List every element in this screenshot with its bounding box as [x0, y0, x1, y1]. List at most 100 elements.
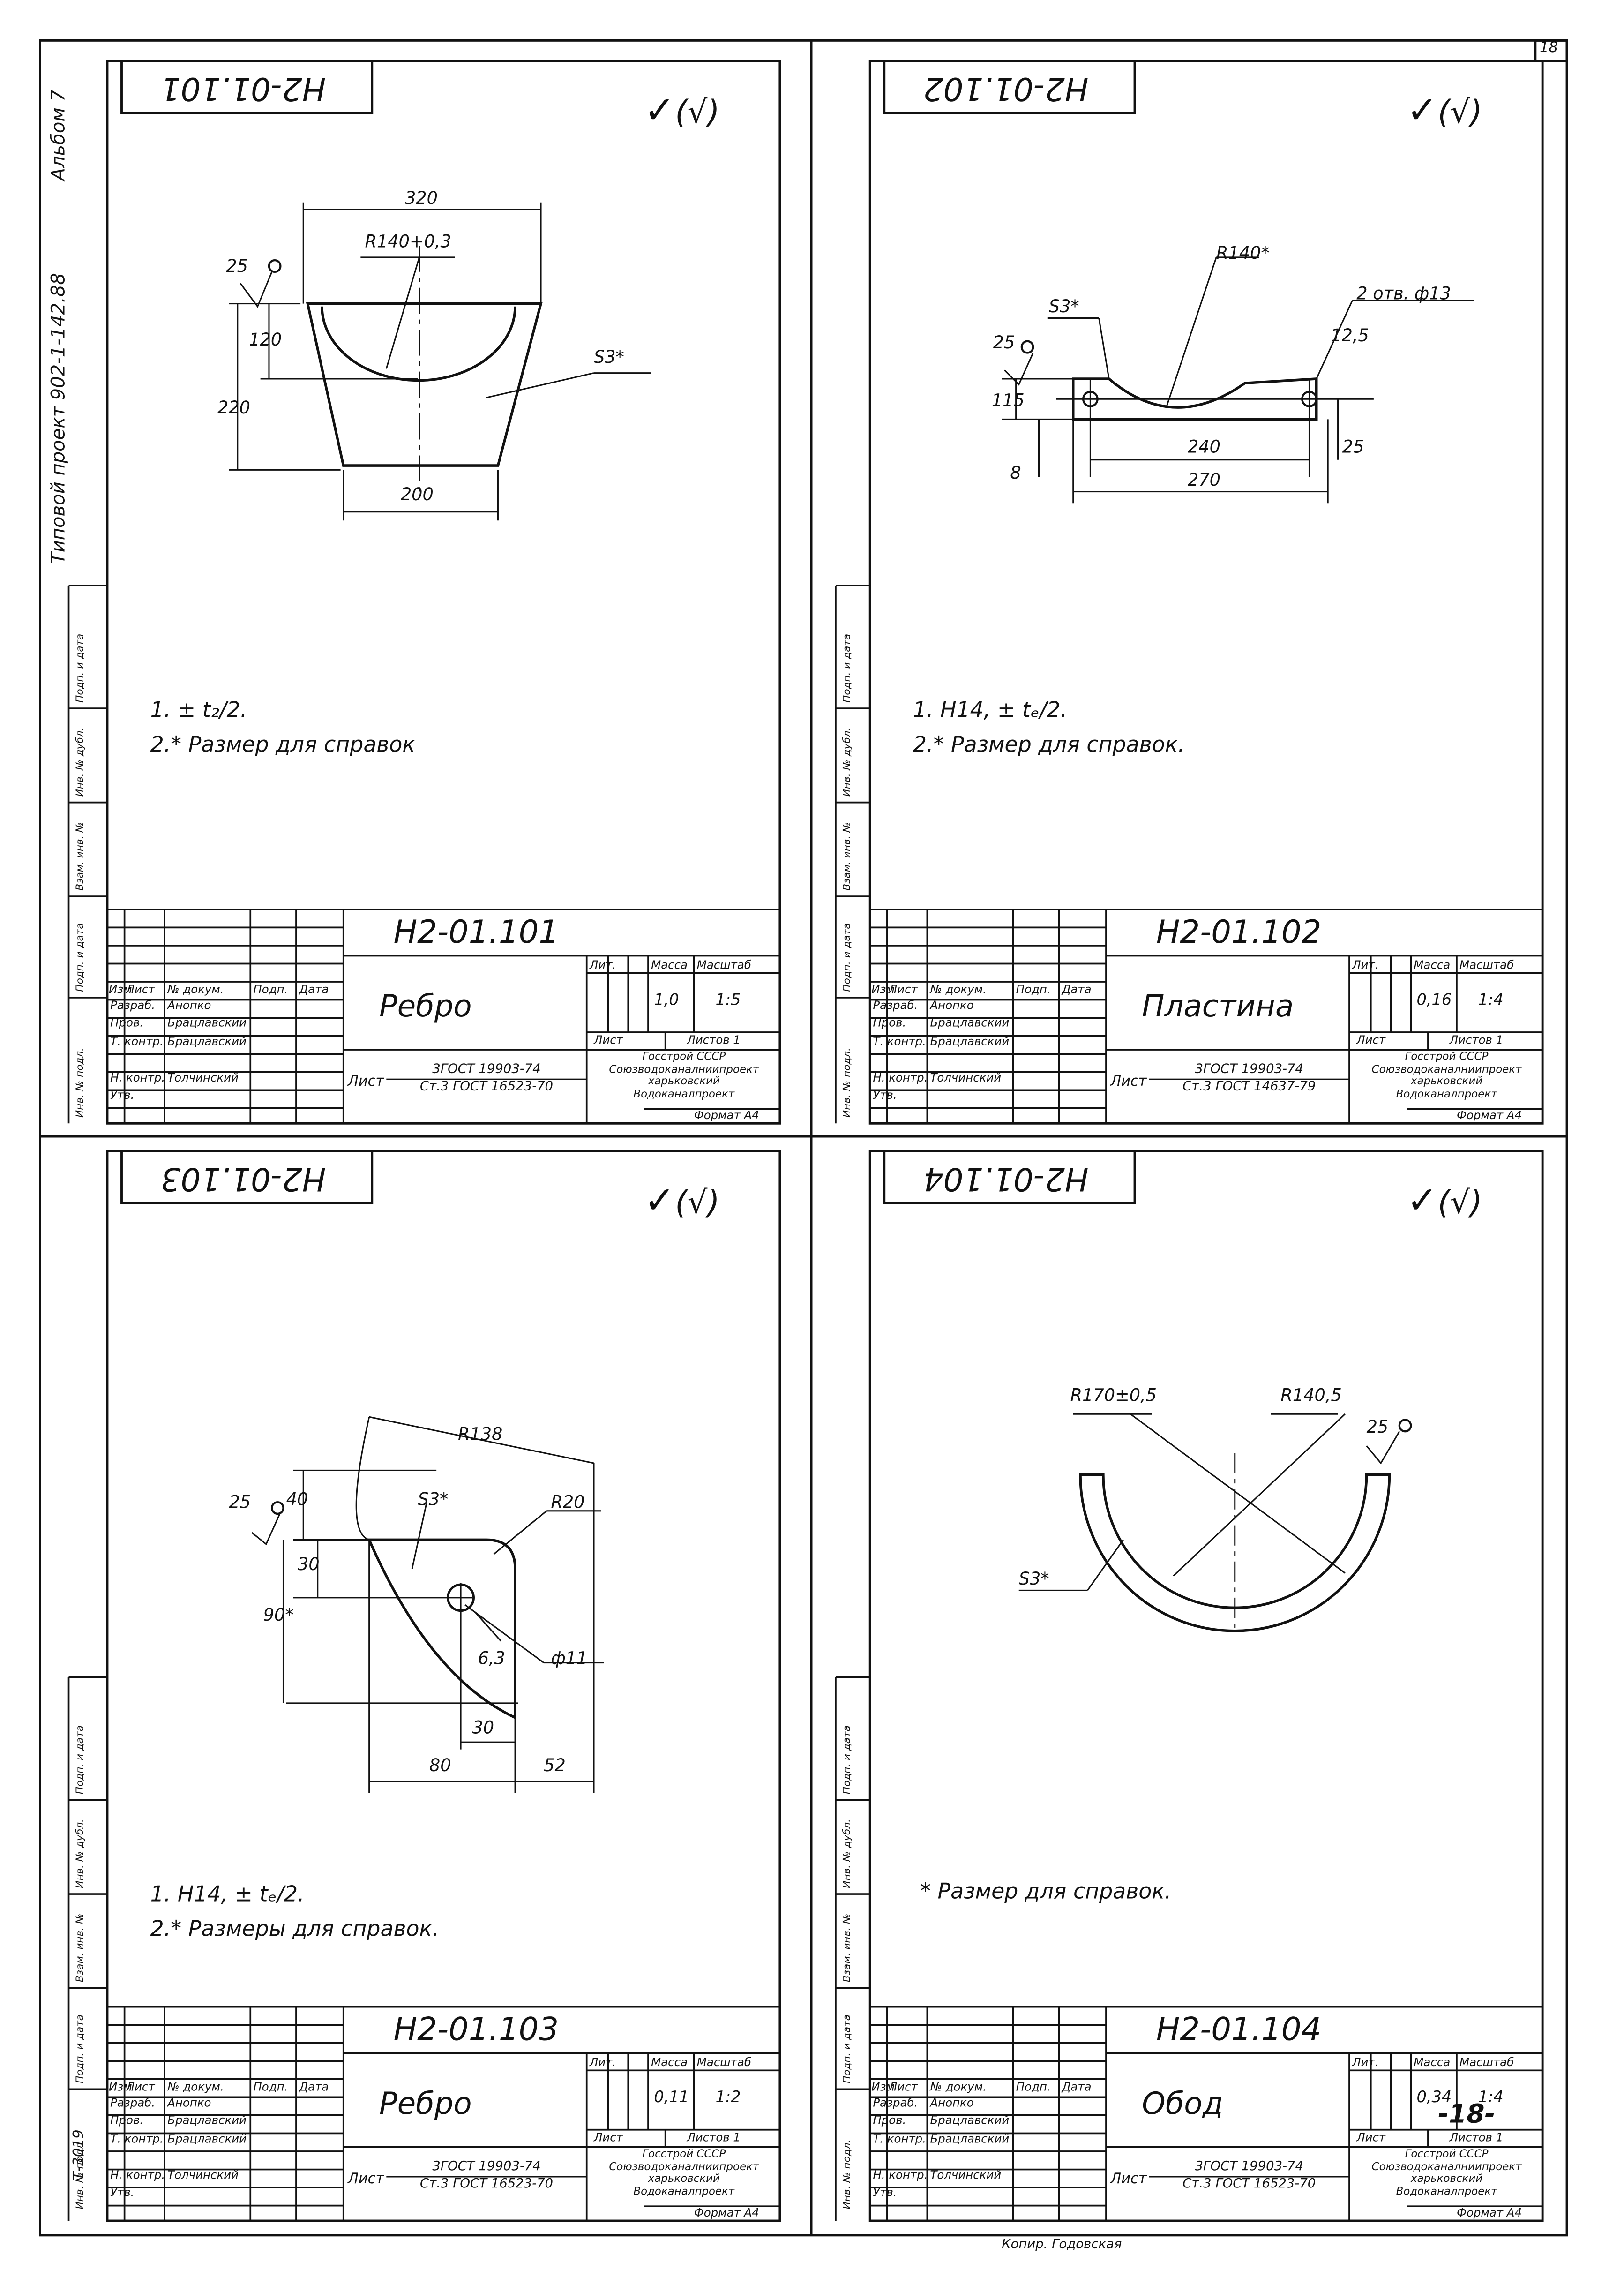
dim-2-d8: ф11	[551, 1648, 588, 1669]
lit-header: Лит.	[589, 2056, 616, 2069]
sheets-total: Листов 1	[1449, 1034, 1504, 1047]
dim-2-d1: R138	[457, 1424, 503, 1444]
note-102-0: 1. Н14, ± tₑ/2.	[913, 697, 1068, 723]
dim-0-d2: R140+0,3	[365, 231, 451, 252]
header-col_date: Дата	[299, 2080, 329, 2094]
scale-value: 1:5	[715, 990, 741, 1009]
code-mirrored-104: Н2-01.104	[923, 1159, 1089, 1196]
person-3: Толчинский	[167, 2169, 239, 2182]
person-1: Брацлавский	[930, 1016, 1010, 1030]
person-3: Толчинский	[930, 2169, 1002, 2182]
dim-0-d1: 320	[404, 188, 438, 209]
part-name-104: Обод	[1142, 2086, 1223, 2121]
list-label: Лист	[1110, 2172, 1147, 2188]
org-2: Союзводоканалниипроект	[1371, 2159, 1522, 2172]
header-col_list: Лист	[126, 983, 155, 996]
code-104: Н2-01.104	[1156, 2012, 1322, 2049]
note-101-1: 2.* Размер для справок	[150, 731, 416, 758]
header-col_izm: Изм	[871, 983, 895, 996]
margin-label-2-3: Подп. и дата	[74, 2014, 86, 2084]
surface-mark-paren: (√)	[675, 1185, 720, 1222]
role-4: Утв.	[110, 2186, 135, 2199]
org-3: харьковский	[648, 1074, 720, 1088]
margin-label-1-2: Взам. инв. №	[841, 822, 853, 891]
dim-3-d2: R140,5	[1280, 1385, 1342, 1406]
header-col_sign: Подп.	[253, 2080, 288, 2094]
dim-2-d11: 52	[544, 1755, 566, 1776]
header-col_list: Лист	[126, 2080, 155, 2094]
frame-2	[868, 60, 1544, 1125]
mass-header: Масса	[1414, 958, 1451, 972]
note-103-1: 2.* Размеры для справок.	[150, 1916, 439, 1942]
frame-4	[868, 1150, 1544, 2222]
header-col_doc: № докум.	[167, 2080, 224, 2094]
header-col_date: Дата	[1062, 983, 1092, 996]
surface-mark-paren: (√)	[1437, 1185, 1482, 1222]
format-label: Формат А4	[694, 1109, 759, 1122]
sheets-total: Листов 1	[687, 1034, 741, 1047]
header-col_izm: Изм	[109, 983, 132, 996]
person-0: Анопко	[167, 999, 211, 1012]
frame-1	[106, 60, 781, 1125]
part-name-102: Пластина	[1142, 989, 1294, 1024]
role-3: Н. контр.	[110, 2169, 165, 2182]
org-2: Союзводоканалниипроект	[1371, 1062, 1522, 1075]
sheets-total: Листов 1	[687, 2131, 741, 2144]
header-col_sign: Подп.	[253, 983, 288, 996]
margin-label-0-3: Подп. и дата	[74, 923, 86, 992]
frame-3	[106, 1150, 781, 2222]
format-label: Формат А4	[694, 2206, 759, 2219]
note-101-0: 1. ± t₂/2.	[150, 697, 247, 723]
dim-1-d10: 25	[993, 332, 1015, 353]
header-col_doc: № докум.	[930, 2080, 987, 2094]
part-name-103: Ребро	[379, 2086, 472, 2121]
role-2: Т. контр.	[110, 2132, 164, 2146]
role-1: Пров.	[873, 1016, 906, 1030]
dim-1-d4: 12,5	[1331, 325, 1369, 346]
surface-mark-paren: (√)	[1437, 95, 1482, 132]
dim-2-d5: 30	[298, 1554, 320, 1575]
margin-label-3-1: Инв. № дубл.	[841, 1819, 853, 1888]
list-label: Лист	[1110, 1074, 1147, 1090]
code-103: Н2-01.103	[393, 2012, 559, 2049]
scale-header: Масштаб	[1459, 958, 1514, 972]
role-2: Т. контр.	[873, 1035, 926, 1048]
org-3: харьковский	[1411, 1074, 1483, 1088]
spine-album: Альбом 7	[48, 90, 70, 181]
part-name-101: Ребро	[379, 989, 472, 1024]
role-3: Н. контр.	[873, 2169, 928, 2182]
stamp-number: -18-	[1438, 2099, 1496, 2130]
code-102: Н2-01.102	[1156, 915, 1322, 952]
org-4: Водоканалпроект	[1396, 2184, 1497, 2197]
sheet-id: Т-3019	[71, 2129, 88, 2180]
list-label: Лист	[347, 1074, 384, 1090]
person-0: Анопко	[930, 999, 974, 1012]
role-3: Н. контр.	[110, 1071, 165, 1084]
dim-0-d5: 200	[400, 484, 434, 505]
dim-2-d10: 80	[429, 1755, 451, 1776]
person-3: Толчинский	[930, 1071, 1002, 1084]
person-1: Брацлавский	[167, 1016, 247, 1030]
mass-header: Масса	[1414, 2056, 1451, 2069]
format-label: Формат А4	[1456, 2206, 1522, 2219]
mass-header: Масса	[651, 958, 688, 972]
margin-label-3-4: Инв. № подл.	[841, 2139, 853, 2210]
note-102-1: 2.* Размер для справок.	[913, 731, 1185, 758]
dim-3-d3: S3*	[1018, 1569, 1049, 1589]
surface-mark-102: ✓(√)	[1407, 90, 1482, 133]
person-2: Брацлавский	[167, 2132, 247, 2146]
margin-label-2-0: Подп. и дата	[74, 1725, 86, 1795]
header-col_sign: Подп.	[1016, 983, 1051, 996]
list-header: Лист	[593, 1034, 623, 1047]
margin-label-0-2: Взам. инв. №	[74, 822, 86, 891]
material-num: 3ГОСТ 19903-74	[1149, 2160, 1349, 2178]
dim-2-d7: 6,3	[478, 1648, 505, 1669]
dim-2-d4: 40	[286, 1489, 308, 1510]
org-3: харьковский	[648, 2172, 720, 2185]
margin-label-3-2: Взам. инв. №	[841, 1913, 853, 1983]
